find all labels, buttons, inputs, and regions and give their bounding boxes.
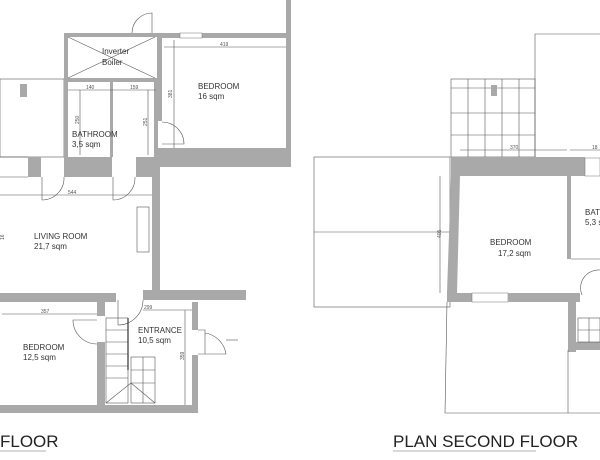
wall — [567, 176, 571, 259]
wall — [64, 33, 158, 37]
wall — [0, 405, 198, 413]
bathroom-name: BATHROOM — [72, 130, 118, 139]
bathroom-2-name: BATH — [585, 208, 600, 217]
wall — [0, 293, 116, 302]
dim-250: 250 — [75, 115, 81, 124]
wall — [64, 78, 158, 82]
cabinet — [136, 206, 150, 253]
wall — [447, 293, 472, 302]
wall — [447, 176, 460, 293]
bedroom-12-name: BEDROOM — [23, 343, 65, 352]
wall — [64, 33, 68, 157]
dim-419: 419 — [220, 42, 229, 48]
wall — [143, 290, 246, 300]
window — [471, 292, 509, 303]
wall — [286, 0, 291, 167]
entrance-area: 10,5 sqm — [138, 336, 171, 345]
wall — [157, 148, 291, 167]
wall — [568, 302, 576, 352]
wall — [64, 157, 112, 177]
dim-299: 299 — [144, 305, 153, 311]
first-floor-plan: Inverter Boiler BEDROOM 16 sqm BATHROOM … — [0, 0, 291, 452]
dim-18: 18 — [592, 145, 598, 151]
wall — [451, 157, 585, 176]
wall — [154, 82, 158, 157]
chimney — [20, 84, 27, 97]
dim-359: 359 — [180, 351, 186, 360]
dim-381: 381 — [168, 89, 174, 98]
roof-terrace-grid — [450, 78, 536, 158]
entrance-name: ENTRANCE — [138, 326, 182, 335]
second-floor-plan: BEDROOM 17,2 sqm BATH 5,3 s 370 18 405 P… — [313, 33, 600, 452]
bedroom-16-name: BEDROOM — [198, 82, 240, 91]
wall — [568, 342, 600, 350]
wall — [97, 342, 105, 410]
boiler-cross — [67, 36, 156, 79]
door-swing — [72, 319, 98, 345]
door-swing — [112, 176, 136, 201]
dim-16: 16 — [0, 234, 6, 240]
door-swing — [161, 121, 185, 145]
door-swing — [131, 12, 153, 34]
window — [179, 32, 203, 39]
wall — [28, 157, 41, 177]
bedroom-16-area: 16 sqm — [198, 92, 225, 101]
bedroom-12-area: 12,5 sqm — [23, 353, 56, 362]
wall — [110, 82, 113, 157]
bedroom-17-area: 17,2 sqm — [498, 249, 531, 258]
terrace-outline — [0, 78, 65, 158]
entrance-door — [198, 329, 227, 355]
second-floor-title: PLAN SECOND FLOOR — [393, 432, 578, 451]
dim-370: 370 — [510, 145, 519, 151]
dim-251: 251 — [143, 117, 149, 126]
dim-159: 159 — [130, 85, 139, 91]
bathroom-2-area: 5,3 s — [585, 218, 600, 227]
dim-405: 405 — [437, 229, 443, 238]
boiler-label: Boiler — [102, 58, 123, 67]
door-swing — [580, 269, 600, 296]
dim-544: 544 — [68, 190, 77, 196]
wall — [192, 302, 198, 330]
upper-outline — [534, 33, 600, 157]
first-floor-title: FLOOR — [0, 432, 59, 451]
bedroom-17-name: BEDROOM — [490, 238, 532, 247]
wall — [192, 355, 198, 413]
wall — [157, 33, 162, 121]
window — [584, 157, 600, 177]
wall — [508, 293, 580, 302]
wall — [152, 167, 160, 290]
wall — [157, 33, 290, 38]
stair-grid — [577, 317, 600, 343]
dim-140: 140 — [86, 85, 95, 91]
inverter-label: Inverter — [102, 47, 129, 56]
dim-357: 357 — [41, 309, 50, 315]
living-room-area: 21,7 sqm — [34, 242, 67, 251]
bathroom-area: 3,5 sqm — [72, 140, 101, 149]
wall — [97, 302, 105, 316]
living-room-name: LIVING ROOM — [34, 232, 88, 241]
door-swing — [117, 299, 144, 326]
lower-roof-outline — [444, 301, 569, 414]
staircase — [105, 317, 156, 404]
door-swing — [41, 176, 65, 201]
